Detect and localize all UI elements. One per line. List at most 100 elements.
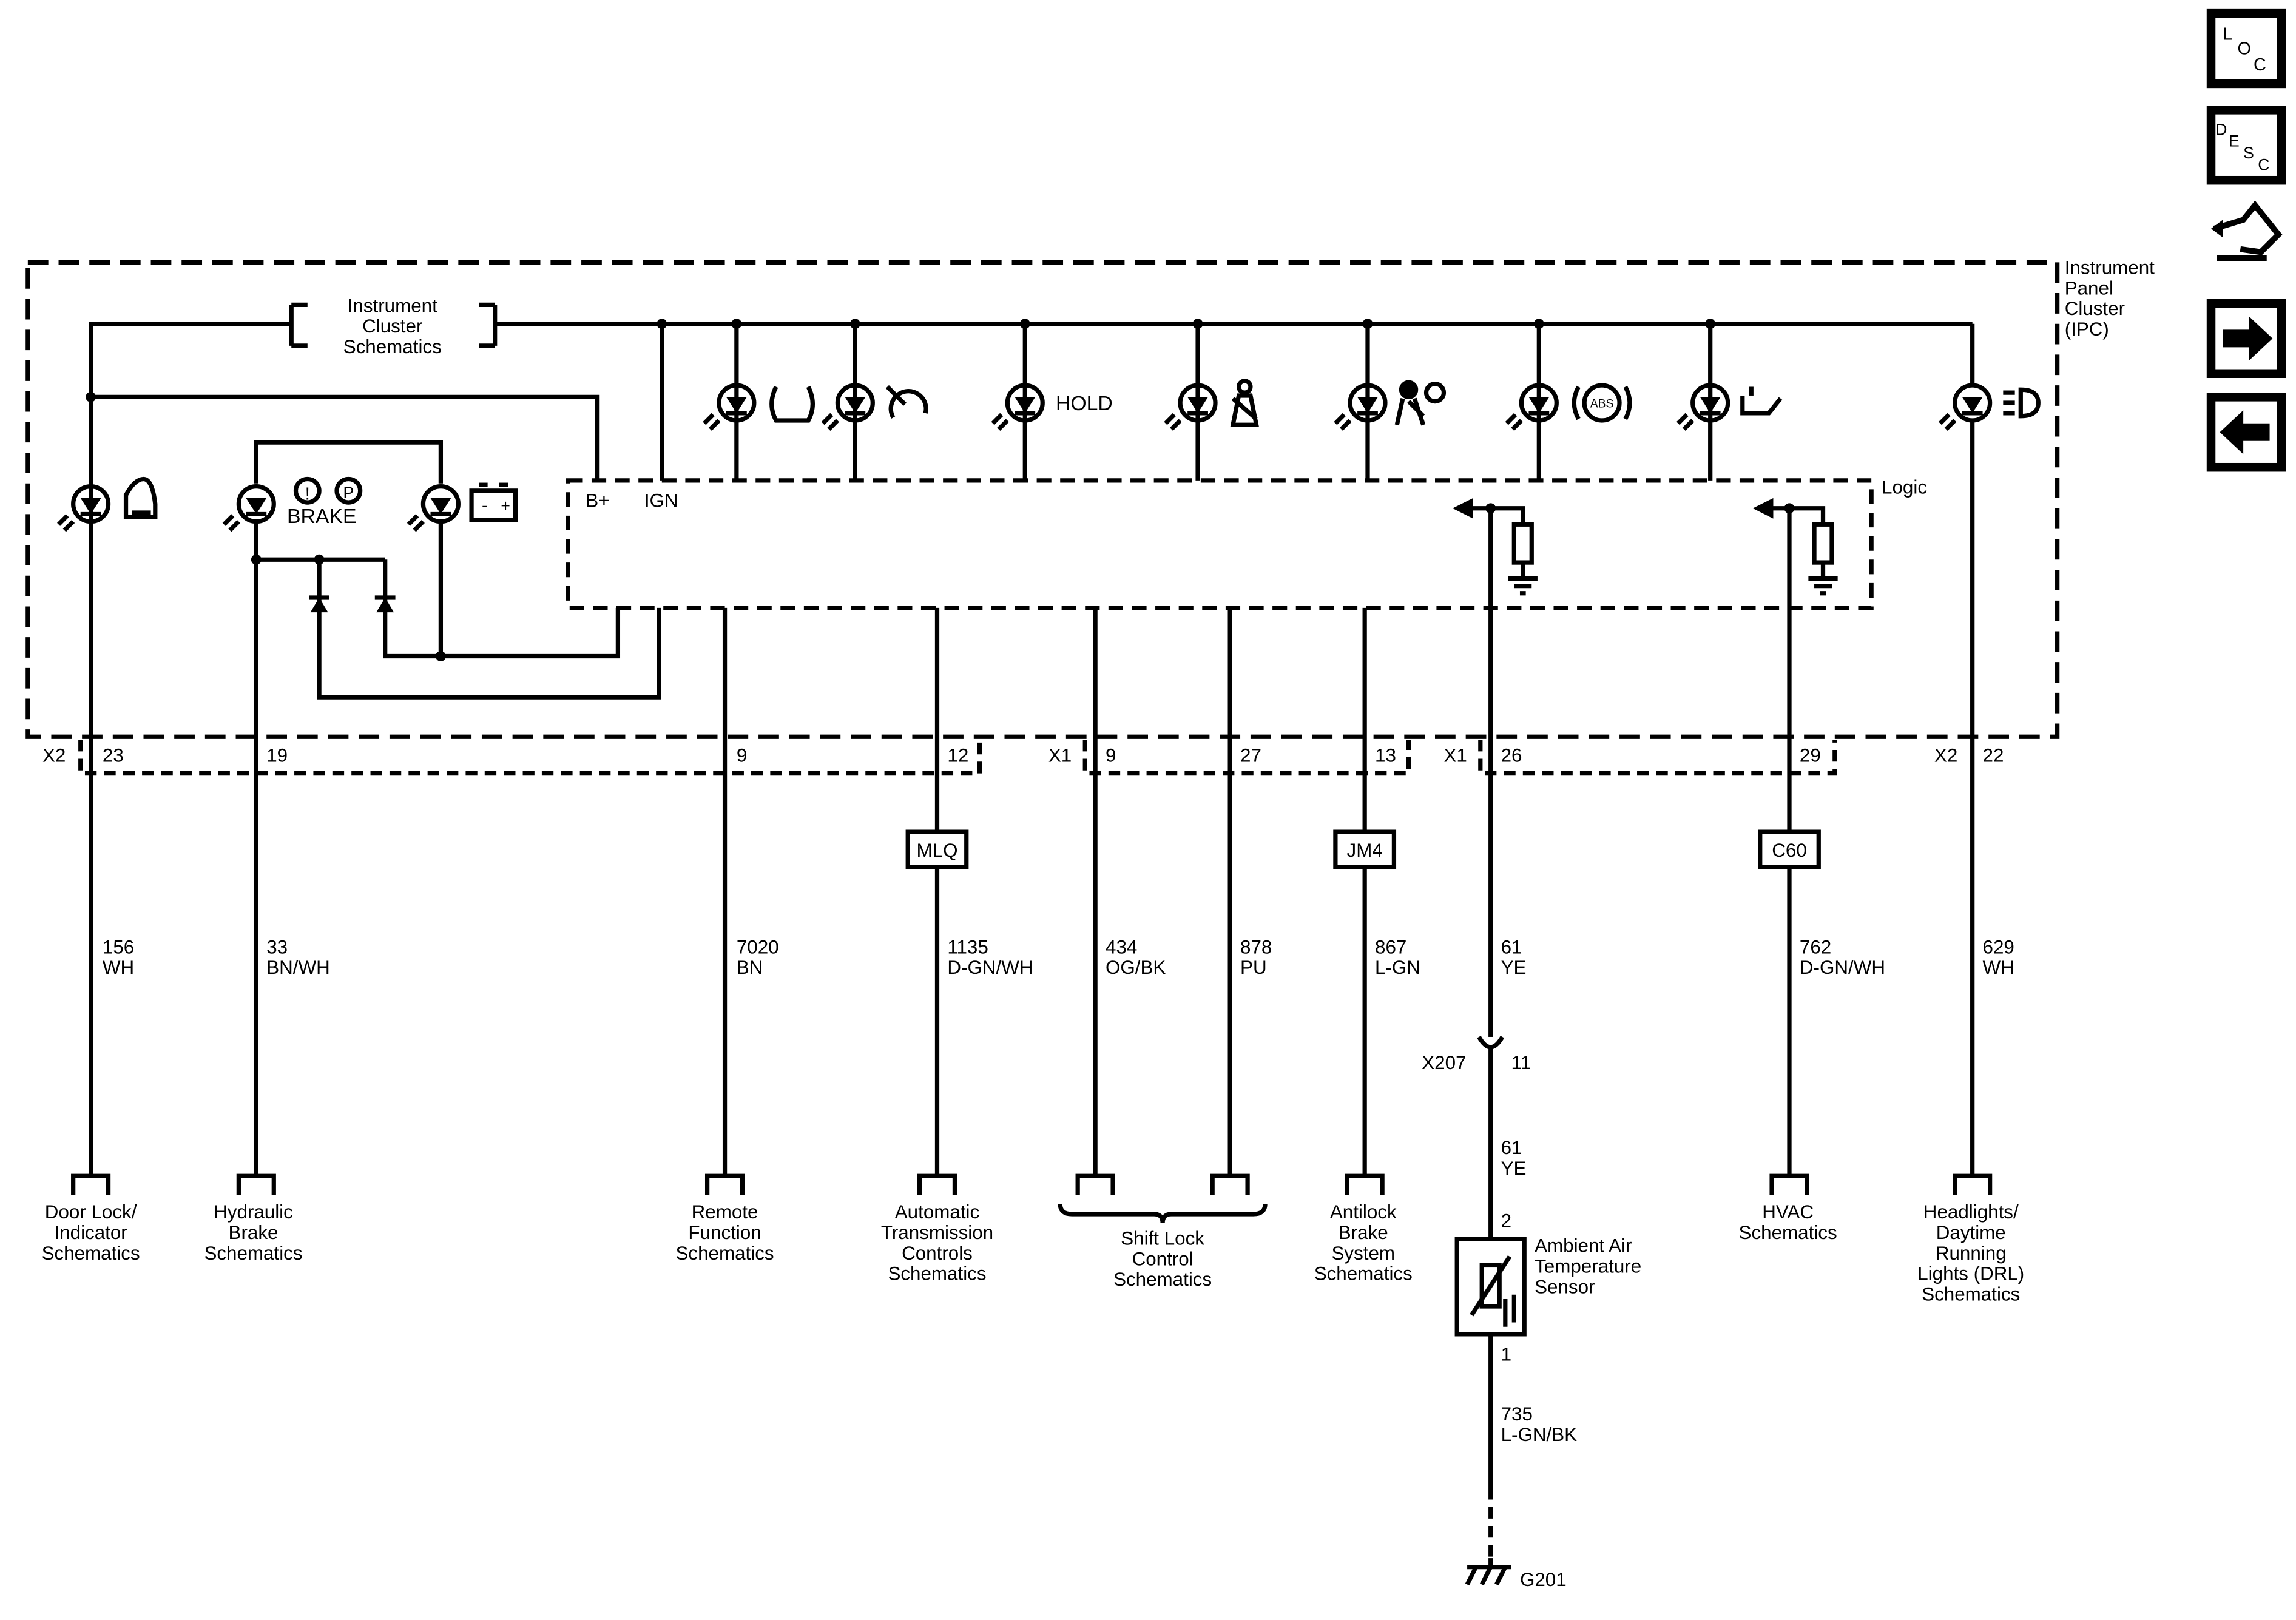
dest-headlights-line[interactable]: Schematics: [1922, 1283, 2020, 1304]
wire-color: OG/BK: [1106, 957, 1166, 978]
logic-label: Logic: [1882, 477, 1927, 498]
connector-x1-mid: X1: [1048, 744, 1072, 766]
sensor-pin-bottom: 1: [1501, 1343, 1511, 1365]
dest-door-lock-line[interactable]: Door Lock/: [45, 1201, 137, 1223]
pin-number: 29: [1800, 744, 1821, 766]
loc-letter: O: [2237, 39, 2251, 59]
wire-circuit: 33: [266, 936, 288, 957]
dest-hydraulic-brake-line[interactable]: Schematics: [204, 1243, 302, 1264]
lamp-tire-pressure: [703, 383, 757, 431]
ipc-title-line-4: (IPC): [2065, 319, 2109, 340]
x207-connector: [1477, 1036, 1505, 1050]
wire-color: D-GN/WH: [947, 957, 1033, 978]
wire-color: PU: [1240, 957, 1267, 978]
lamp-seatbelt: [1164, 383, 1218, 431]
dest-auto-trans-line[interactable]: Transmission: [881, 1222, 993, 1243]
input-arrow: [1752, 498, 1774, 519]
dest-remote-function-line[interactable]: Schematics: [676, 1243, 774, 1264]
pin-number: 9: [737, 744, 747, 766]
dest-auto-trans-line[interactable]: Schematics: [888, 1263, 986, 1284]
pin-number: 12: [947, 744, 968, 766]
ipc-title-line-2: Panel: [2065, 277, 2113, 299]
option-box-mlq: [905, 829, 969, 869]
dest-remote-function-line[interactable]: Remote: [692, 1201, 758, 1223]
dest-headlights-line[interactable]: Running: [1936, 1243, 2007, 1264]
lamp-oil-pressure: [1676, 383, 1730, 431]
headlight-icon: [2003, 387, 2041, 419]
dest-abs-line[interactable]: Schematics: [1314, 1263, 1413, 1284]
wire-color: WH: [1983, 957, 2014, 978]
option-box-c60: [1758, 829, 1821, 869]
tire-pressure-icon: [769, 385, 815, 423]
wire-circuit: 735: [1501, 1403, 1533, 1425]
previous-arrow-icon[interactable]: [2206, 393, 2286, 472]
wire-circuit: 7020: [737, 936, 779, 957]
dest-abs-line[interactable]: Brake: [1339, 1222, 1388, 1243]
connector-repair-icon[interactable]: [2211, 200, 2283, 261]
wire-circuit: 762: [1800, 936, 1831, 957]
dest-headlights-line[interactable]: Lights (DRL): [1917, 1263, 2024, 1284]
dest-abs-line[interactable]: System: [1331, 1243, 1395, 1264]
sensor-pin-top: 2: [1501, 1210, 1511, 1232]
x207-pin: 11: [1511, 1052, 1531, 1073]
abs-label: ABS: [1590, 397, 1614, 410]
wire-color: BN/WH: [266, 957, 330, 978]
dest-hydraulic-brake-line[interactable]: Hydraulic: [214, 1201, 293, 1223]
bus-left: [89, 322, 292, 733]
next-arrow-icon[interactable]: [2206, 299, 2286, 379]
desc-letter: S: [2243, 144, 2254, 162]
dest-headlights-line[interactable]: Headlights/: [1923, 1201, 2019, 1223]
wire-color: WH: [103, 957, 134, 978]
dest-remote-function-line[interactable]: Function: [688, 1222, 761, 1243]
brake-warning-icon: [293, 476, 363, 505]
hold-label: HOLD: [1056, 392, 1113, 415]
wire-circuit: 434: [1106, 936, 1137, 957]
bplus-label: B+: [586, 490, 609, 511]
dest-abs-line[interactable]: Antilock: [1330, 1201, 1397, 1223]
lamp-hold: [991, 383, 1045, 431]
svg-text:P: P: [343, 484, 354, 502]
dest-door-lock-line[interactable]: Schematics: [42, 1243, 140, 1264]
dest-door-lock-line[interactable]: Indicator: [54, 1222, 127, 1243]
loc-letter: L: [2223, 25, 2232, 44]
connector-x2-right: X2: [1934, 744, 1957, 766]
option-jm4: JM4: [1347, 840, 1383, 861]
airbag-icon: [1394, 380, 1447, 426]
logic-boundary: [566, 478, 1874, 610]
loc-button[interactable]: L O C: [2206, 8, 2286, 89]
battery-icon: [469, 482, 518, 522]
dest-hydraulic-brake-line[interactable]: Brake: [229, 1222, 279, 1243]
ipc-title-line-3: Cluster: [2065, 298, 2125, 319]
dest-auto-trans-line[interactable]: Automatic: [895, 1201, 979, 1223]
dest-hvac-line[interactable]: HVAC: [1762, 1201, 1814, 1223]
wire-circuit: 878: [1240, 936, 1272, 957]
pin-number: 9: [1106, 744, 1116, 766]
pin-number: 19: [266, 744, 288, 766]
wire-color: L-GN: [1375, 957, 1420, 978]
dest-auto-trans-line[interactable]: Controls: [902, 1243, 973, 1264]
wire-color: YE: [1501, 957, 1527, 978]
ipc-title-line-1: Instrument: [2065, 257, 2155, 278]
desc-letter: E: [2229, 132, 2240, 150]
lamp-headlight: [1939, 383, 1993, 431]
seatbelt-icon: [1230, 379, 1259, 427]
wire-circuit: 61: [1501, 936, 1522, 957]
dest-shift-lock-line[interactable]: Control: [1132, 1248, 1194, 1269]
dest-shift-lock-line[interactable]: Schematics: [1113, 1269, 1212, 1290]
cruise-control-icon: [885, 385, 928, 419]
lamp-cruise: [821, 383, 875, 431]
sensor-name-line: Sensor: [1535, 1276, 1595, 1297]
input-arrow: [1452, 498, 1473, 519]
dest-shift-lock-line[interactable]: Shift Lock: [1121, 1228, 1204, 1249]
dest-hvac-line[interactable]: Schematics: [1739, 1222, 1837, 1243]
desc-button[interactable]: D E S C: [2206, 106, 2286, 185]
cluster-ref-line-3: Schematics: [343, 336, 442, 357]
pin-number: 13: [1375, 744, 1396, 766]
lamp-battery: [407, 484, 461, 532]
cluster-ref-line-2: Cluster: [362, 316, 422, 337]
dest-headlights-line[interactable]: Daytime: [1936, 1222, 2006, 1243]
pin-number: 26: [1501, 744, 1522, 766]
wire-circuit: 629: [1983, 936, 2014, 957]
desc-letter: C: [2258, 155, 2269, 174]
